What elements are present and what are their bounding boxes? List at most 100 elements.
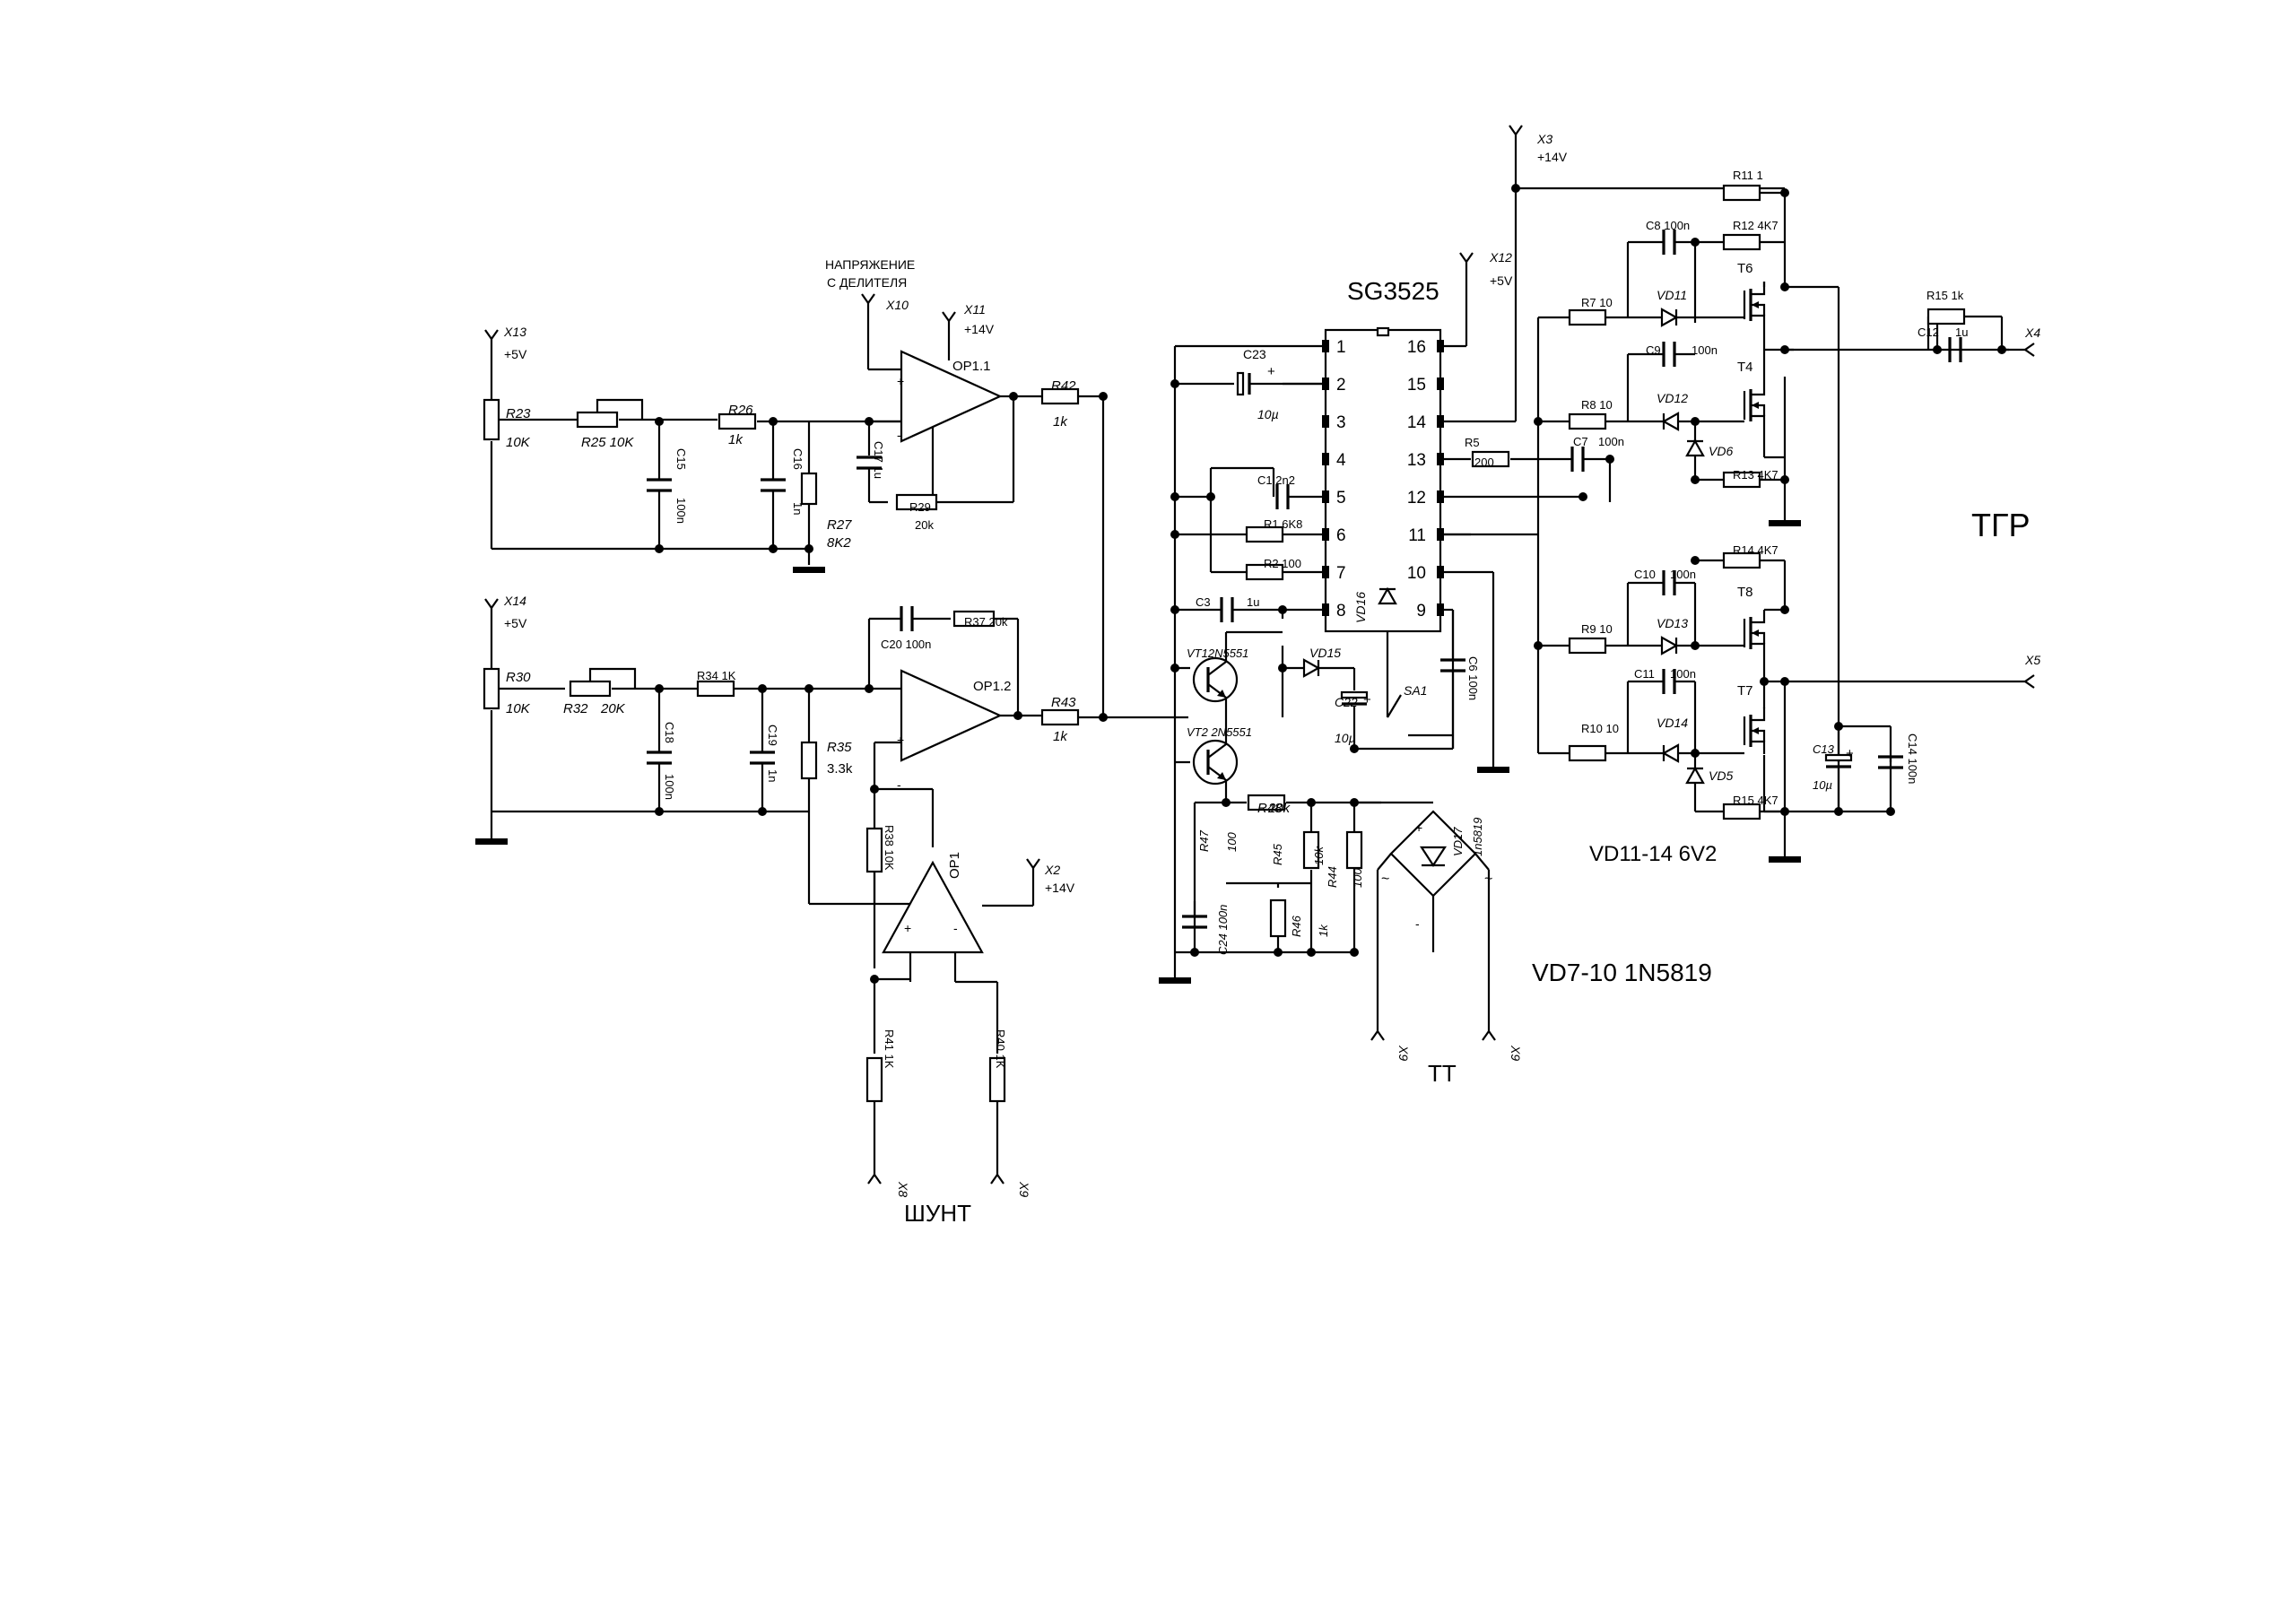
resistor <box>1269 898 1287 938</box>
resistor <box>483 667 500 710</box>
ic-pin-14: 14 <box>1407 413 1427 432</box>
label-vd5: VD5 <box>1709 768 1733 783</box>
transistor-arrow <box>1217 690 1226 698</box>
label-r13-4k7: R13 4K7 <box>1733 468 1779 482</box>
mosfet-drain <box>1751 610 1766 624</box>
resistor <box>1722 471 1761 489</box>
label-10-: 10µ <box>1257 407 1279 421</box>
junction-dot <box>1350 798 1359 807</box>
label-x8: X8 <box>896 1181 910 1197</box>
label-x14: X14 <box>503 594 526 608</box>
transistor-body <box>1192 656 1239 703</box>
junction-dot <box>870 785 879 794</box>
ic-pin-stub <box>1437 566 1444 578</box>
ic-pin-stub <box>1437 453 1444 465</box>
resistor <box>865 827 883 873</box>
ground-symbol <box>475 838 508 845</box>
ic-pin-stub <box>1437 490 1444 503</box>
ic-pin-stub <box>1322 340 1329 352</box>
ground-symbol <box>1477 767 1509 773</box>
mosfet-arrow <box>1752 301 1759 308</box>
resistor <box>1568 744 1607 762</box>
label--: + <box>904 921 911 935</box>
label-c6-100n: C6 100n <box>1466 656 1480 700</box>
label-r35: R35 <box>827 740 852 755</box>
opamp-triangle <box>900 350 1003 443</box>
label--5v: +5V <box>504 616 527 630</box>
junction-dot <box>1099 392 1108 401</box>
label-x9: X9 <box>1396 1045 1411 1061</box>
label--: - <box>953 921 958 935</box>
ic-pin-7: 7 <box>1336 564 1346 583</box>
label-c1-2n2: C1 2n2 <box>1257 473 1295 487</box>
junction-dot <box>655 417 664 426</box>
junction-dot <box>1780 188 1789 197</box>
resistor <box>1568 637 1607 655</box>
diode <box>1685 438 1705 457</box>
ic-pin-stub <box>1322 603 1329 616</box>
ic-pin-stub <box>1322 490 1329 503</box>
resistor <box>1245 525 1284 543</box>
resistor <box>1302 830 1320 870</box>
label-r30: R30 <box>506 670 531 685</box>
label-100: 100 <box>1225 832 1239 852</box>
junction-dot <box>1278 605 1287 614</box>
label-r38-10k: R38 10K <box>883 825 896 871</box>
label-10-: 10µ <box>1813 778 1832 792</box>
label--14v: +14V <box>964 322 995 336</box>
junction-dot <box>1780 282 1789 291</box>
junction-dot <box>1170 379 1179 388</box>
ic-sg3525-body <box>1324 328 1442 633</box>
label-op1: OP1 <box>947 852 962 879</box>
wire <box>1387 694 1402 718</box>
label--: С ДЕЛИТЕЛЯ <box>827 275 907 290</box>
label-10-: 10µ <box>1335 731 1356 745</box>
schematic-junctions <box>655 184 2006 984</box>
label-20k: 20k <box>915 518 934 532</box>
ic-notch <box>1376 326 1390 337</box>
ic-pin-stub <box>1437 340 1444 352</box>
label--: - <box>897 777 901 792</box>
resistor <box>865 1056 883 1103</box>
label-vd13: VD13 <box>1657 616 1688 630</box>
junction-dot <box>1534 641 1543 650</box>
junction-dot <box>1997 345 2006 354</box>
electrolytic-plate <box>1236 371 1245 396</box>
junction-dot <box>1834 722 1843 731</box>
mosfet-source <box>1751 642 1766 656</box>
label-c18: C18 <box>663 722 676 743</box>
ic-pin-4: 4 <box>1336 451 1346 470</box>
label--: + <box>1363 692 1371 707</box>
label-c16: C16 <box>791 448 804 470</box>
label-r10-10: R10 10 <box>1581 722 1619 735</box>
junction-dot <box>1013 711 1022 720</box>
label-vd15: VD15 <box>1309 646 1341 660</box>
trimmer-wiper <box>596 398 644 420</box>
resistor <box>1926 308 1966 325</box>
resistor <box>952 610 996 628</box>
terminal-fork <box>1370 1029 1385 1041</box>
diode <box>1660 636 1679 655</box>
junction-dot <box>1780 475 1789 484</box>
mosfet-drain <box>1751 282 1766 296</box>
electrolytic-plate <box>1824 753 1853 762</box>
wire <box>1474 853 1490 871</box>
junction-dot <box>1350 948 1359 957</box>
label-vd11: VD11 <box>1657 288 1687 302</box>
wire <box>1377 853 1392 871</box>
label--: ~ <box>1484 872 1492 887</box>
ic-pin-stub <box>1322 453 1329 465</box>
junction-dot <box>1170 605 1179 614</box>
terminal-fork <box>1509 125 1523 136</box>
resistor <box>1568 308 1607 326</box>
opamp-triangle <box>882 860 984 954</box>
label-vd14: VD14 <box>1657 716 1688 730</box>
resistor <box>718 412 757 430</box>
label-x11: X11 <box>963 302 986 317</box>
label-x2: X2 <box>1044 863 1060 877</box>
label-1u: 1u <box>1247 595 1259 609</box>
junction-dot <box>865 417 874 426</box>
resistor <box>895 493 938 511</box>
label-r27: R27 <box>827 517 852 533</box>
